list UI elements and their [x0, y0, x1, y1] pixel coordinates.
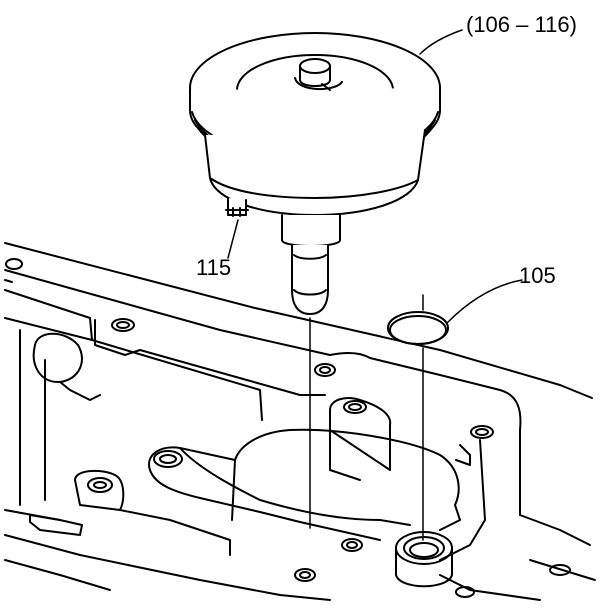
- callout-part-105: 105: [519, 263, 556, 288]
- fitting-115: [226, 198, 248, 258]
- servo-assembly: [190, 33, 440, 528]
- assembly-leader: [420, 30, 462, 54]
- callout-part-115: 115: [196, 255, 232, 280]
- transmission-case: [5, 243, 595, 600]
- o-ring-105: [388, 280, 522, 540]
- callout-assembly-106-116: (106 – 116): [466, 12, 577, 37]
